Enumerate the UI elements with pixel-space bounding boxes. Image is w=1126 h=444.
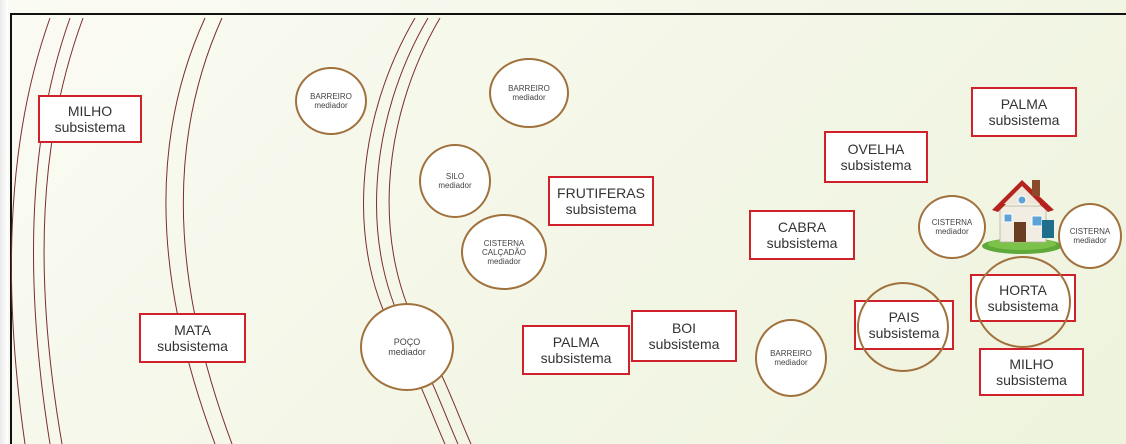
cisterna-calcadao-label-1: CISTERNA [483,238,525,248]
frutiferas-label: FRUTIFERAS [557,185,645,201]
palma-right-subsystem-box: PALMA subsistema [971,87,1077,137]
cisterna-calcadao-mediator-circle: CISTERNA CALÇADÃO mediador [461,214,547,290]
cisterna-left-label: CISTERNA [931,218,973,227]
cabra-subsystem-box: CABRA subsistema [749,210,855,260]
curve-line-5 [182,17,233,444]
poco-role: mediador [388,347,426,357]
curve-line-4 [165,17,216,444]
ovelha-role: subsistema [840,157,912,173]
cisterna-calcadao-label-2: CALÇADÃO [481,247,526,257]
barreiro-3-mediator-circle: BARREIRO mediador [755,319,827,397]
ovelha-label: OVELHA [847,141,905,157]
horta-circle [975,256,1071,348]
barreiro-1-mediator-circle: BARREIRO mediador [295,67,367,135]
barreiro-2-role: mediador [512,93,546,102]
poco-label: POÇO [393,337,421,347]
mata-label: MATA [174,322,211,338]
left-shadow [0,0,8,444]
boi-role: subsistema [648,336,720,352]
silo-label: SILO [445,172,465,181]
curve-line-3 [43,17,84,444]
poco-mediator-circle: POÇO mediador [360,303,454,391]
house-icon [982,180,1062,254]
milho-left-role: subsistema [54,119,126,135]
barreiro-3-role: mediador [774,358,808,367]
milho-left-subsystem-box: MILHO subsistema [38,95,142,143]
boi-subsystem-box: BOI subsistema [631,310,737,362]
mata-role: subsistema [157,338,228,354]
palma-right-label: PALMA [1000,96,1048,112]
diagram-frame [10,13,1126,444]
palma-center-subsystem-box: PALMA subsistema [522,325,630,375]
frutiferas-role: subsistema [565,201,637,217]
cisterna-right-mediator-circle: CISTERNA mediador [1058,203,1122,269]
cabra-role: subsistema [766,235,838,251]
milho-left-label: MILHO [67,103,113,119]
barreiro-3-label: BARREIRO [770,349,812,358]
curve-line-8 [388,17,472,444]
frutiferas-subsystem-box: FRUTIFERAS subsistema [548,176,654,226]
cabra-label: CABRA [777,219,827,235]
palma-right-role: subsistema [988,112,1060,128]
milho-right-subsystem-box: MILHO subsistema [979,348,1084,396]
silo-role: mediador [438,181,472,190]
barreiro-2-mediator-circle: BARREIRO mediador [489,58,569,128]
barreiro-2-label: BARREIRO [508,84,550,93]
curve-line-1 [10,17,51,444]
barreiro-1-label: BARREIRO [310,92,352,101]
milho-right-label: MILHO [1009,356,1054,372]
curve-line-7 [376,17,459,444]
palma-center-role: subsistema [540,350,612,366]
ovelha-subsystem-box: OVELHA subsistema [824,131,928,183]
curve-line-6 [363,17,446,444]
mata-subsystem-box: MATA subsistema [139,313,246,363]
cisterna-left-mediator-circle: CISTERNA mediador [918,195,986,259]
pais-circle [857,282,949,372]
milho-right-role: subsistema [996,372,1067,388]
barreiro-1-role: mediador [314,101,348,110]
silo-mediator-circle: SILO mediador [419,144,491,218]
curve-line-2 [32,17,71,444]
cisterna-right-label: CISTERNA [1069,227,1111,236]
boi-label: BOI [671,320,697,336]
cisterna-calcadao-role: mediador [487,256,521,266]
cisterna-right-role: mediador [1073,236,1107,245]
cisterna-left-role: mediador [935,227,969,236]
palma-center-label: PALMA [552,334,600,350]
